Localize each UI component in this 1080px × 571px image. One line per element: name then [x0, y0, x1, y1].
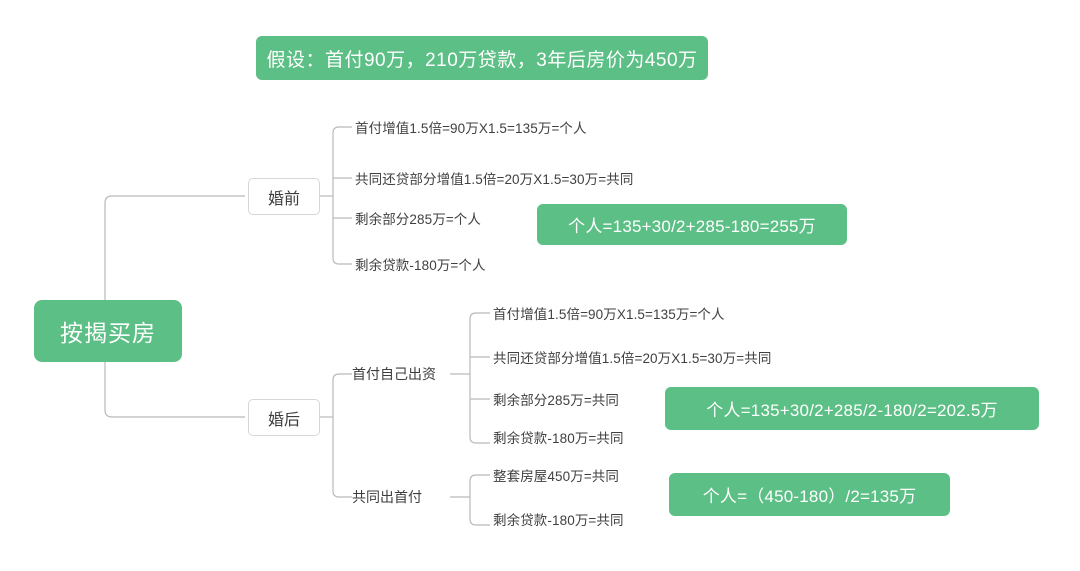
result-badge-before-marriage: 个人=135+30/2+285-180=255万 — [537, 204, 847, 245]
leaf-item: 剩余贷款-180万=个人 — [355, 258, 486, 273]
leaf-item: 共同还贷部分增值1.5倍=20万X1.5=30万=共同 — [493, 351, 772, 366]
result-badge-joint-downpayment: 个人=（450-180）/2=135万 — [669, 473, 950, 516]
leaf-item: 共同还贷部分增值1.5倍=20万X1.5=30万=共同 — [355, 172, 634, 187]
sub-branch-self-funded-downpayment[interactable]: 首付自己出资 — [352, 366, 436, 382]
sub-branch-joint-downpayment[interactable]: 共同出首付 — [352, 489, 422, 505]
leaf-item: 剩余贷款-180万=共同 — [493, 513, 624, 528]
leaf-item: 剩余部分285万=共同 — [493, 393, 620, 408]
leaf-item: 整套房屋450万=共同 — [493, 469, 620, 484]
branch-node-after-marriage[interactable]: 婚后 — [248, 399, 320, 436]
root-node[interactable]: 按揭买房 — [34, 300, 182, 362]
leaf-item: 首付增值1.5倍=90万X1.5=135万=个人 — [493, 307, 725, 322]
leaf-item: 首付增值1.5倍=90万X1.5=135万=个人 — [355, 121, 587, 136]
leaf-item: 剩余贷款-180万=共同 — [493, 431, 624, 446]
result-badge-self-funded: 个人=135+30/2+285/2-180/2=202.5万 — [665, 387, 1039, 430]
branch-node-before-marriage[interactable]: 婚前 — [248, 178, 320, 215]
assumption-banner: 假设：首付90万，210万贷款，3年后房价为450万 — [256, 36, 708, 80]
leaf-item: 剩余部分285万=个人 — [355, 212, 482, 227]
